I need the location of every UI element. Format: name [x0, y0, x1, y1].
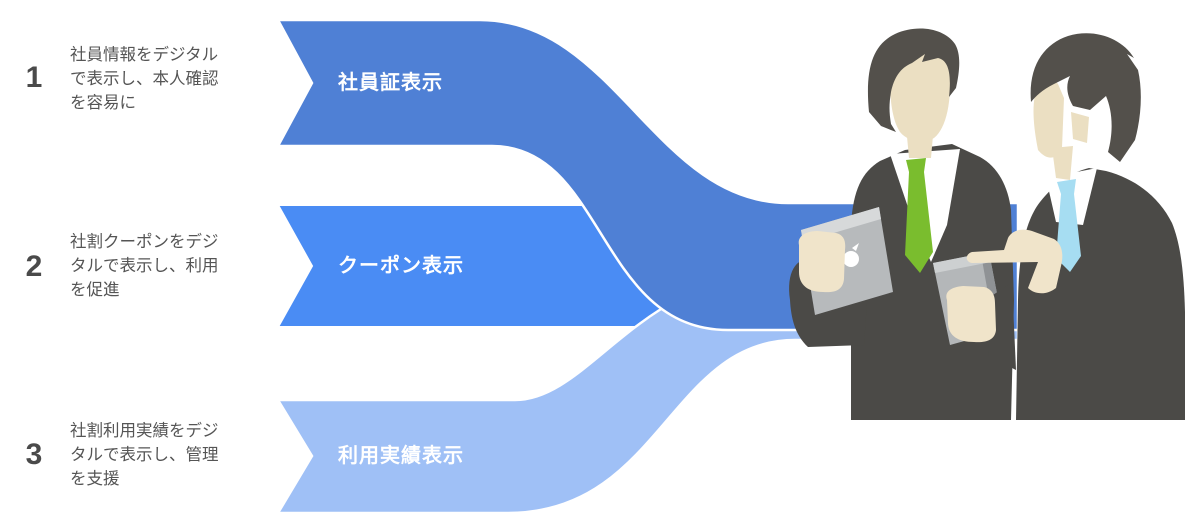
right-man-holding-hand: [946, 286, 996, 343]
step-description-1: 社員情報をデジタル で表示し、本人確認 を容易に: [70, 46, 219, 112]
step-number-1: 1: [25, 61, 43, 94]
step-number-2: 2: [25, 250, 43, 283]
left-man-hair: [867, 28, 960, 132]
right-man-tie-blue: [1056, 179, 1081, 272]
right-man-face: [1033, 78, 1064, 158]
businessman-left: [789, 28, 1014, 420]
left-man-body: [851, 144, 1014, 420]
businessmen-illustration: [789, 28, 1185, 420]
right-man-hair: [1030, 33, 1141, 162]
ribbon-label-usage: 利用実績表示: [338, 445, 464, 467]
businessman-right: [933, 33, 1185, 420]
right-man-body: [1016, 168, 1185, 420]
right-man-ear: [1071, 112, 1089, 143]
left-man-tie-green: [905, 158, 933, 273]
apple-logo-icon: [843, 251, 859, 267]
step-description-2: 社割クーポンをデジ タルで表示し、利用 を促進: [70, 233, 219, 299]
step-number-3: 3: [25, 438, 43, 471]
right-man-pointing-hand: [966, 229, 1063, 294]
ribbon-label-idcard: 社員証表示: [338, 72, 443, 94]
ribbon-label-coupon: クーポン表示: [338, 255, 464, 277]
left-man-face: [890, 46, 951, 142]
apple-logo-leaf-icon: [852, 243, 859, 251]
left-man-hand-fist: [798, 231, 846, 293]
step-description-3: 社割利用実績をデジ タルで表示し、管理 を支援: [70, 422, 219, 488]
